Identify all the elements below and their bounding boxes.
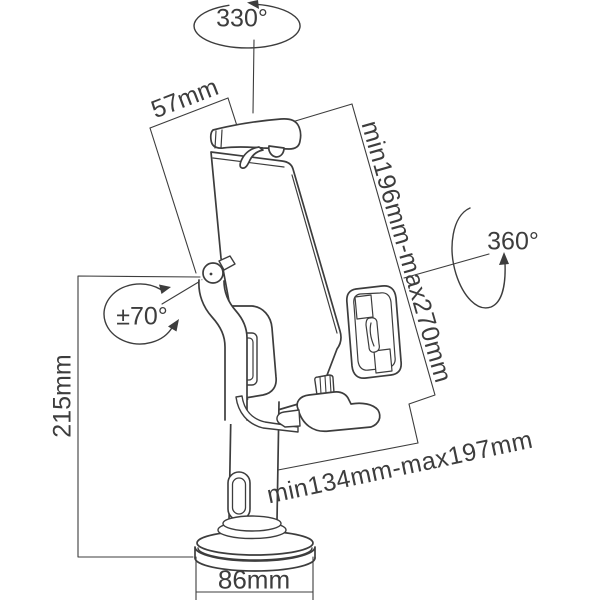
- clamp-hook: [239, 146, 264, 169]
- bottom-clamp: [276, 374, 381, 433]
- right-clamp: [345, 285, 403, 379]
- arc-330: [193, 3, 301, 49]
- arrow-70-top: [159, 284, 171, 294]
- arc-360: [451, 207, 506, 309]
- rotation-arcs: [103, 3, 506, 345]
- dimension-lines: [77, 39, 490, 600]
- lower-arm-strip: [235, 395, 299, 433]
- base-bottom: [194, 557, 316, 572]
- collar-upper: [222, 515, 282, 532]
- base: [194, 515, 316, 572]
- label-base-diameter-86mm: 86mm: [217, 564, 291, 595]
- rotation-axis-line: [252, 39, 255, 114]
- dim-196-ext-top: [291, 103, 353, 123]
- dim-86-lines: [195, 556, 314, 600]
- label-swivel-360: 360°: [487, 227, 539, 256]
- dim-57-ext-b: [227, 97, 239, 130]
- arrow-360: [499, 252, 509, 265]
- label-pole-height-215mm: 215mm: [48, 354, 77, 438]
- label-rotation-330: 330°: [216, 4, 268, 33]
- arrow-330: [247, 0, 259, 9]
- arc-arrowheads: [159, 0, 509, 332]
- stand-illustration: [194, 118, 403, 572]
- arrow-70-bottom: [168, 319, 179, 332]
- dim-134-line: [277, 442, 419, 471]
- support-arm: [198, 279, 299, 433]
- dim-215-lines: [77, 275, 201, 558]
- dim-196-line: [351, 103, 436, 444]
- dim-360-leader: [403, 253, 490, 279]
- cable-slot: [227, 471, 251, 521]
- base-rim: [194, 546, 316, 562]
- label-tilt-range-70: ±70°: [116, 302, 168, 331]
- arc-70: [103, 283, 174, 345]
- pivot-joint: [202, 255, 236, 284]
- top-clamp: [209, 118, 302, 169]
- dim-70-leader: [161, 279, 203, 305]
- clamp-cup: [267, 145, 285, 158]
- dim-57-line: [149, 97, 229, 129]
- dim-57-ext-a: [149, 127, 197, 274]
